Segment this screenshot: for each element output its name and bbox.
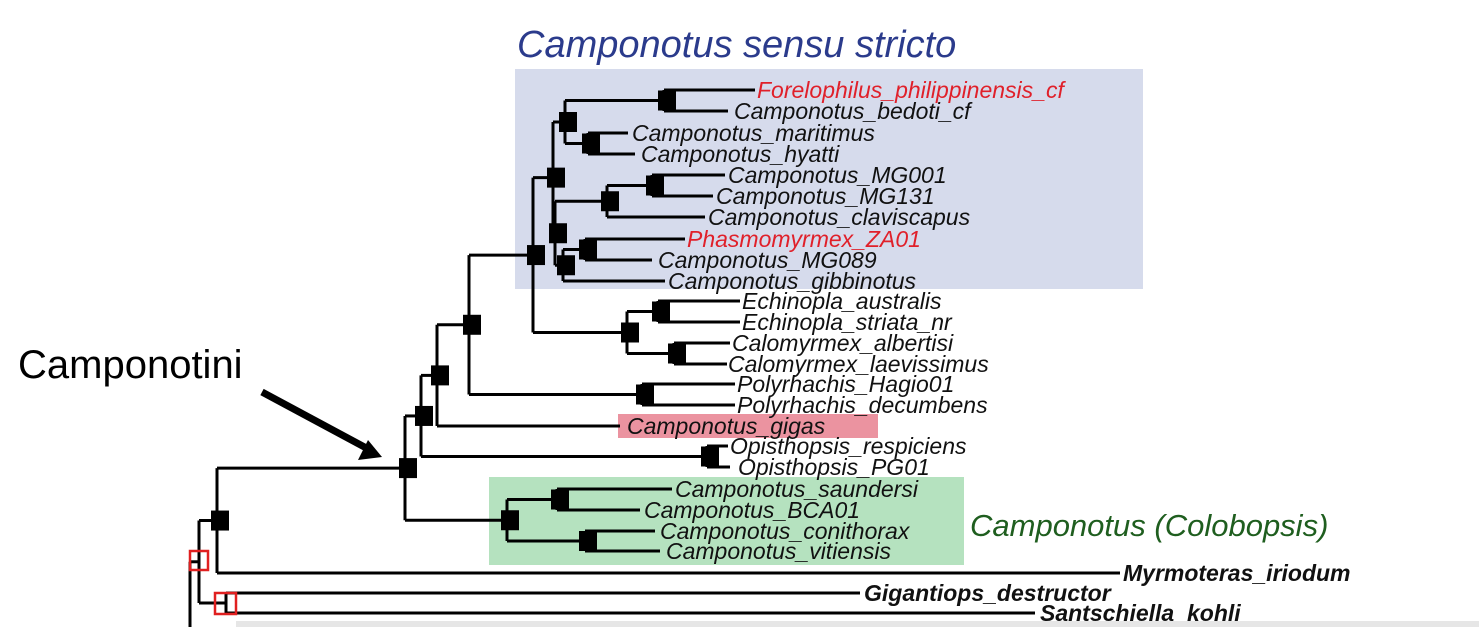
tip-label: Camponotus_bedoti_cf — [734, 98, 973, 124]
tip-label: Calomyrmex_laevissimus — [728, 351, 989, 377]
node-support-marker — [579, 239, 597, 260]
tip-label: Camponotus_hyatti — [641, 141, 840, 167]
tip-label: Opisthopsis_PG01 — [738, 454, 930, 480]
camponotini-arrow — [260, 388, 382, 460]
node-support-marker — [549, 223, 567, 244]
node-support-marker — [527, 245, 545, 266]
node-support-marker — [559, 112, 577, 132]
node-support-marker — [601, 191, 619, 212]
tip-label: Echinopla_striata_nr — [742, 309, 953, 335]
node-support-marker — [431, 365, 449, 386]
uncertain-node-marker — [188, 549, 210, 572]
tip-label: Myrmoteras_iriodum — [1123, 560, 1351, 586]
tip-label: Calomyrmex_albertisi — [732, 330, 954, 356]
tip-label: Camponotus_BCA01 — [644, 497, 860, 523]
tip-label: Camponotus_gigas — [627, 413, 826, 439]
sensu-stricto-box — [515, 69, 1143, 289]
node-support-marker — [636, 384, 654, 405]
uncertain-node-marker — [213, 591, 238, 616]
node-support-marker — [501, 510, 519, 531]
node-support-marker — [646, 175, 664, 196]
tip-label: Camponotus_MG001 — [728, 162, 947, 188]
tip-label: Camponotus_MG131 — [716, 183, 935, 209]
colobopsis-title: Camponotus (Colobopsis) — [970, 508, 1328, 543]
node-support-marker — [668, 343, 686, 364]
tip-label: Camponotus_claviscapus — [708, 204, 971, 230]
tip-label: Gigantiops_destructor — [864, 580, 1112, 606]
gigas-highlight-box — [618, 414, 878, 438]
node-support-marker — [463, 314, 481, 335]
node-support-marker — [701, 446, 719, 467]
node-support-marker — [579, 531, 597, 551]
node-support-marker — [621, 322, 639, 343]
tip-label: Camponotus_maritimus — [632, 120, 875, 146]
node-support-marker — [557, 255, 575, 276]
tip-label: Camponotus_MG089 — [658, 247, 877, 273]
tip-label: Camponotus_vitiensis — [666, 538, 892, 564]
node-support-marker — [211, 510, 229, 531]
node-support-marker — [658, 90, 676, 111]
tip-label: Polyrhachis_Hagio01 — [737, 371, 954, 397]
tip-label: Forelophilus_philippinensis_cf — [757, 77, 1066, 103]
tip-label: Echinopla_australis — [742, 288, 942, 314]
node-support-marker — [551, 489, 569, 510]
cutoff-strip — [236, 621, 1479, 627]
node-support-marker — [415, 405, 433, 426]
sensu-stricto-title: Camponotus sensu stricto — [517, 24, 956, 66]
tip-label: Camponotus_conithorax — [660, 518, 911, 544]
tip-label: Camponotus_gibbinotus — [668, 268, 917, 294]
node-support-marker — [652, 301, 670, 322]
node-support-marker — [399, 458, 417, 479]
tree-nodes — [211, 90, 719, 551]
tip-label: Polyrhachis_decumbens — [737, 392, 988, 418]
node-support-marker — [582, 133, 600, 154]
tree-branches — [188, 88, 1120, 627]
tip-label: Phasmomyrmex_ZA01 — [687, 226, 921, 252]
node-support-marker — [547, 167, 565, 188]
tree-tips: Forelophilus_philippinensis_cfCamponotus… — [627, 77, 1351, 627]
tip-label: Opisthopsis_respiciens — [730, 433, 967, 459]
tip-label: Camponotus_saundersi — [675, 476, 919, 502]
camponotini-label: Camponotini — [18, 343, 243, 387]
